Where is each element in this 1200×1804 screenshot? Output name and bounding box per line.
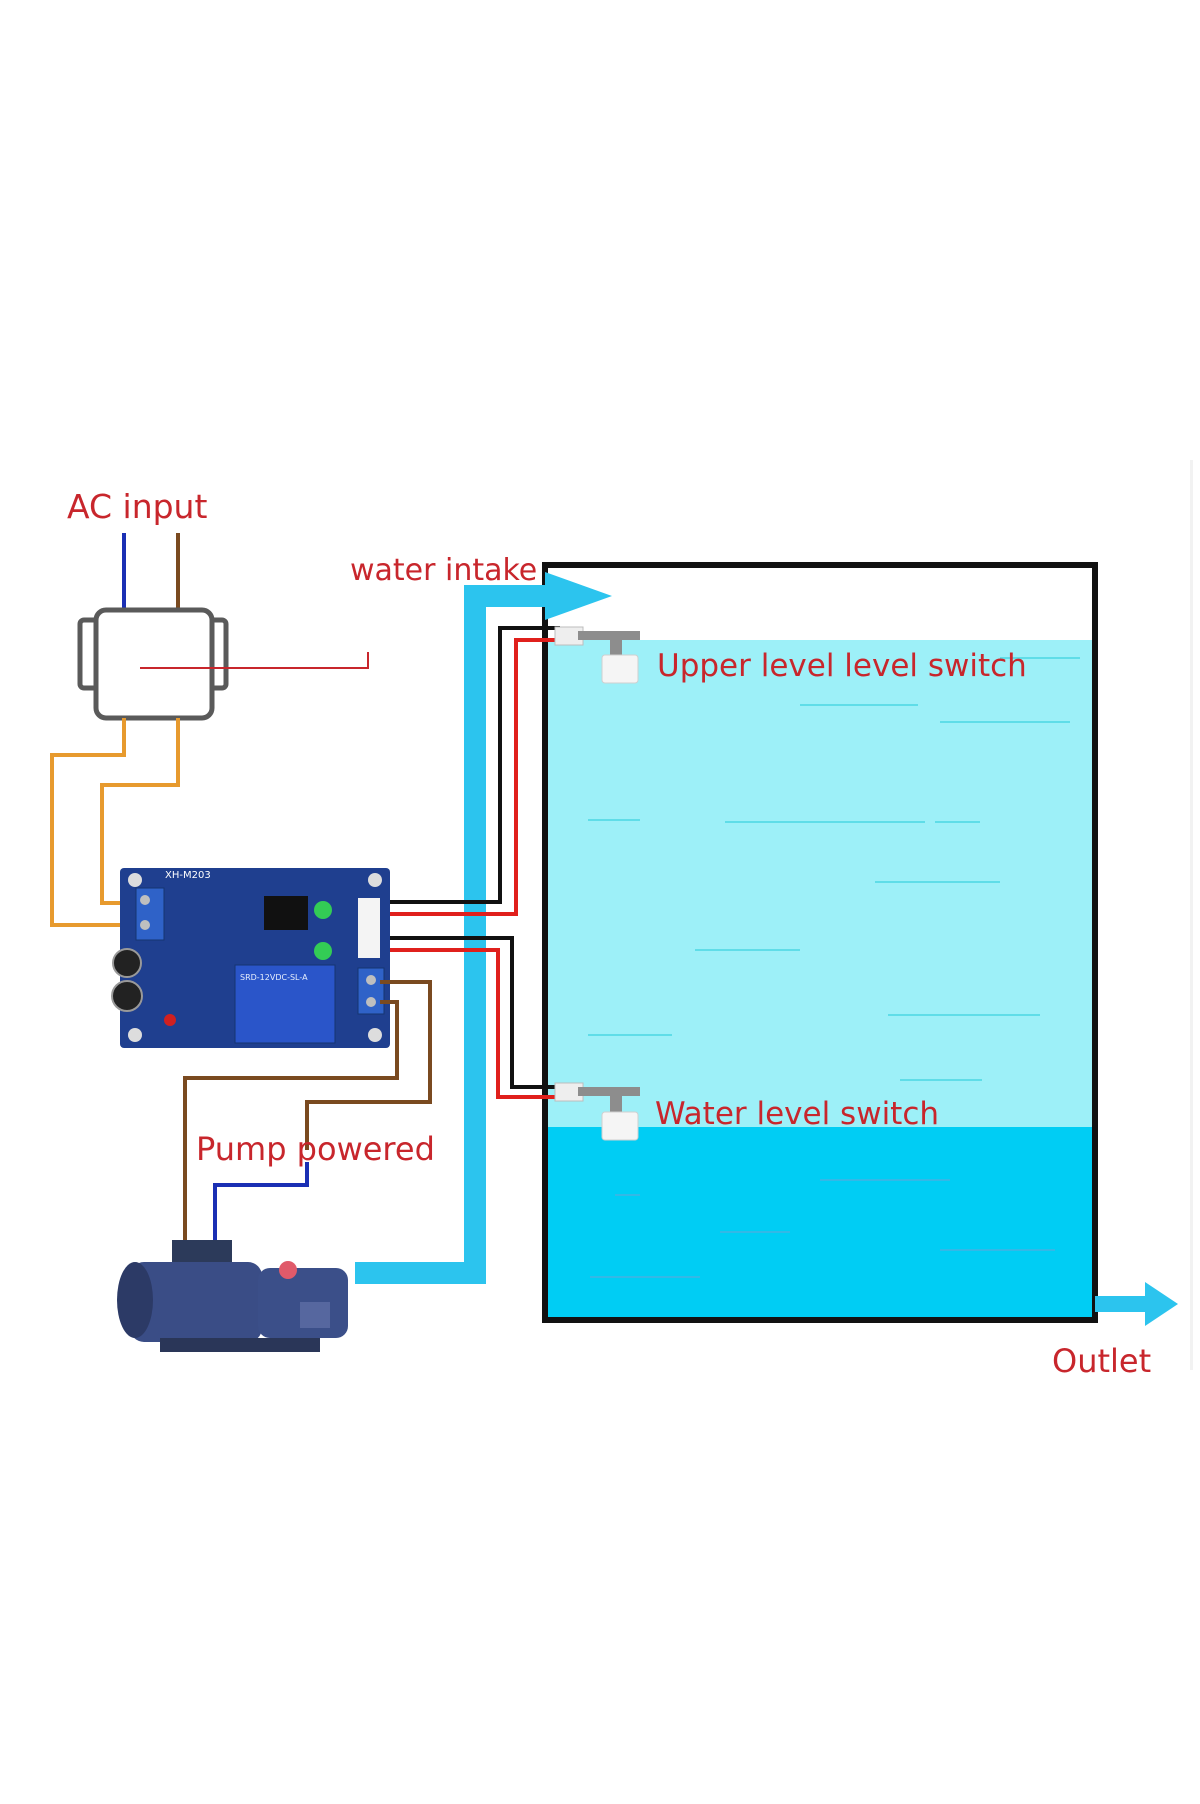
upper-sensor-red-wire — [382, 638, 560, 916]
water-pump — [117, 1240, 348, 1352]
relay-model-text: SRD-12VDC-SL-A — [240, 973, 308, 982]
pump-blue-wire — [213, 1162, 309, 1242]
outlet-label: Outlet — [1052, 1342, 1151, 1380]
power-adapter — [77, 607, 229, 721]
water-ripples — [588, 657, 1080, 1081]
adapter-center-line — [140, 652, 369, 669]
water-level-switch-label: Water level switch — [655, 1096, 939, 1132]
pump-wires — [183, 980, 432, 1242]
board-model-text: XH-M203 — [165, 870, 211, 881]
sensor-wires — [382, 626, 560, 1099]
pump-powered-label: Pump powered — [196, 1130, 435, 1168]
tank-water-upper-zone — [545, 640, 1095, 1127]
outlet-arrow — [1095, 1282, 1178, 1326]
water-tank — [542, 562, 1098, 1323]
upper-level-switch-label: Upper level level switch — [657, 648, 1027, 684]
lower-sensor-red-wire — [382, 948, 560, 1099]
right-edge-rule — [1190, 460, 1193, 1370]
controller-board: XH-M203 SRD-12VDC-SL-A — [111, 868, 390, 1048]
lower-sensor-black-wire — [382, 936, 560, 1089]
intake-pipe — [355, 572, 612, 1284]
ac-input-label: AC input — [67, 487, 207, 526]
power-wires — [50, 718, 180, 927]
lower-float-switch — [554, 1082, 640, 1141]
deep-water-ripples — [590, 1179, 1055, 1278]
tank-water-lower-zone — [545, 1127, 1095, 1317]
upper-sensor-black-wire — [382, 626, 560, 904]
upper-float-switch — [554, 626, 640, 684]
water-intake-label: water intake — [350, 553, 537, 588]
